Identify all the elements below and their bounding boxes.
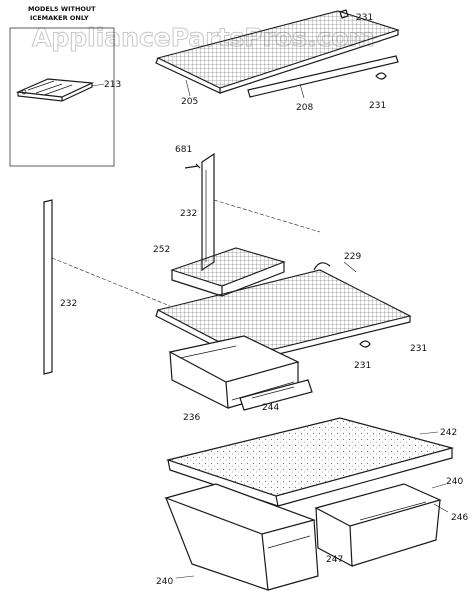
part-229-glass-shelf xyxy=(155,262,412,363)
inset-title-line1: MODELS WITHOUT xyxy=(28,5,96,13)
label-231-low: 231 xyxy=(354,361,371,371)
label-232-left: 232 xyxy=(60,299,77,309)
label-236: 236 xyxy=(183,413,200,423)
label-246: 246 xyxy=(451,513,468,523)
part-231-clip-mid xyxy=(359,340,371,348)
part-252-slide-shelf xyxy=(170,247,286,297)
part-208-trim-strip xyxy=(247,55,399,98)
part-240-crisper-drawer-right xyxy=(314,483,442,568)
part-244-drawer-front xyxy=(239,379,313,411)
label-240-left: 240 xyxy=(156,577,173,587)
part-232-rail-upper xyxy=(201,152,215,272)
inset-box: MODELS WITHOUT ICEMAKER ONLY 213 xyxy=(9,5,121,167)
label-244: 244 xyxy=(262,403,279,413)
label-231-top: 231 xyxy=(356,13,373,23)
part-231-clip-top xyxy=(339,9,349,19)
part-232-rail-left xyxy=(43,199,53,375)
inset-title-line2: ICEMAKER ONLY xyxy=(30,14,89,22)
label-240-right: 240 xyxy=(446,477,463,487)
label-208: 208 xyxy=(296,103,313,113)
part-205-wire-shelf xyxy=(155,10,400,94)
label-205: 205 xyxy=(181,97,198,107)
label-229: 229 xyxy=(344,252,361,262)
label-231-mid: 231 xyxy=(410,344,427,354)
part-240-crisper-drawer-left xyxy=(164,483,319,591)
label-242: 242 xyxy=(440,428,457,438)
label-681: 681 xyxy=(175,145,192,155)
part-213-ice-tray xyxy=(15,78,95,102)
label-231-right: 231 xyxy=(369,101,386,111)
label-247: 247 xyxy=(326,555,343,565)
part-681-screw xyxy=(184,163,201,169)
label-252: 252 xyxy=(153,245,170,255)
part-231-clip-right xyxy=(375,72,387,80)
label-213: 213 xyxy=(104,80,121,90)
label-232-upper: 232 xyxy=(180,209,197,219)
